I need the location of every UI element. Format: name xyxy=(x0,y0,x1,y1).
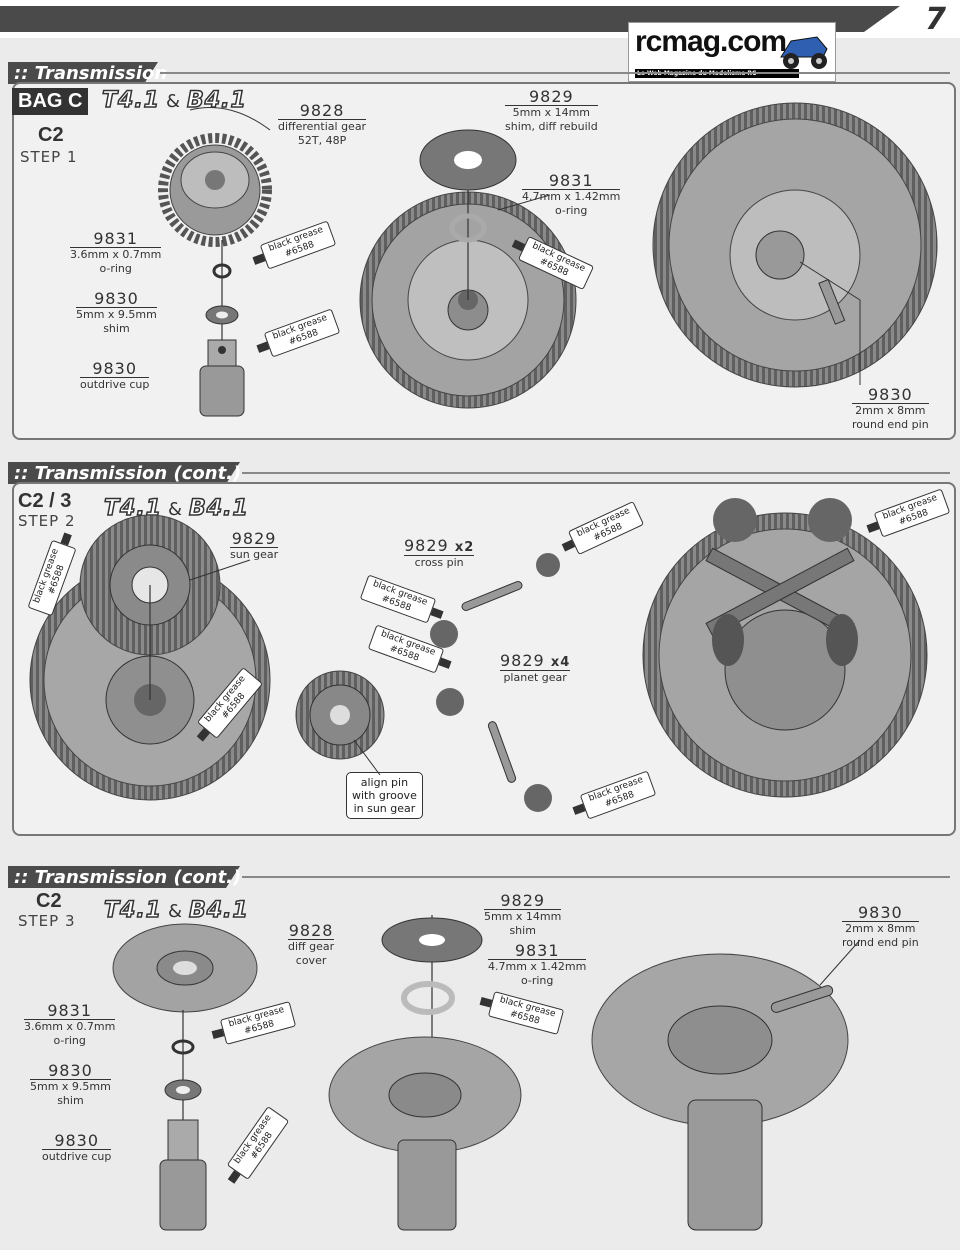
step-code: C2 / 3 xyxy=(18,490,72,512)
vehicle-models: T4.1&B4.1 xyxy=(103,897,249,924)
section-title: :: Transmission xyxy=(14,63,168,84)
part-label-round-pin: 9830 2mm x 8mm round end pin xyxy=(852,385,929,431)
cross-pin xyxy=(461,581,523,783)
shim-large xyxy=(419,129,517,191)
part-label-oring-large: 9831 4.7mm x 1.42mm o-ring xyxy=(522,171,621,217)
diff-gear-cover-assembled xyxy=(591,953,849,1231)
vehicle-models: T4.1&B4.1 xyxy=(101,87,247,114)
step-number: STEP 1 xyxy=(20,148,78,166)
part-label-shim-small: 9830 5mm x 9.5mm shim xyxy=(30,1061,111,1107)
shim-large xyxy=(381,917,483,963)
buggy-logo-icon xyxy=(780,36,828,69)
part-label-sun-gear: 9829 sun gear xyxy=(230,529,279,561)
align-pin-callout: align pin with groove in sun gear xyxy=(346,772,423,819)
part-label-shim-large: 9829 5mm x 14mm shim, diff rebuild xyxy=(505,87,598,133)
step-code: C2 xyxy=(38,124,64,146)
step-number: STEP 2 xyxy=(18,512,76,530)
diff-gear-cover-large xyxy=(328,1036,522,1231)
part-label-cross-pin: 9829 x2 cross pin xyxy=(404,536,475,569)
part-label-oring-large: 9831 4.7mm x 1.42mm o-ring xyxy=(488,941,587,987)
bag-label: BAG C xyxy=(12,88,89,115)
step-code: C2 xyxy=(36,890,62,912)
diff-gear-cover-small xyxy=(112,923,258,1013)
part-label-shim-small: 9830 5mm x 9.5mm shim xyxy=(76,289,157,335)
oring-small xyxy=(212,263,232,279)
part-label-oring-small: 9831 3.6mm x 0.7mm o-ring xyxy=(70,229,162,275)
planet-gear xyxy=(430,553,560,812)
sun-gear-rear xyxy=(295,670,385,760)
differential-gear-assembled xyxy=(652,102,938,388)
page-header: 7 xyxy=(0,0,960,38)
section-1-header: :: Transmission xyxy=(0,62,950,84)
part-label-round-pin: 9830 2mm x 8mm round end pin xyxy=(842,903,919,949)
section-title: :: Transmission (cont.) xyxy=(14,867,242,888)
differential-gear-small xyxy=(158,133,272,247)
outdrive-cup xyxy=(159,1119,207,1231)
section-2-header: :: Transmission (cont.) xyxy=(0,462,950,484)
oring-small xyxy=(171,1039,195,1055)
part-label-oring-small: 9831 3.6mm x 0.7mm o-ring xyxy=(24,1001,116,1047)
oring-large xyxy=(449,213,487,243)
outdrive-cup xyxy=(199,339,245,417)
section-3-header: :: Transmission (cont.) xyxy=(0,866,950,888)
differential-gear-full xyxy=(642,498,928,798)
logo-text: rcmag.com xyxy=(635,25,787,58)
shim-small xyxy=(164,1079,202,1101)
part-label-shim-large: 9829 5mm x 14mm shim xyxy=(484,891,562,937)
part-label-outdrive-cup: 9830 outdrive cup xyxy=(42,1131,112,1163)
page-number: 7 xyxy=(925,2,946,37)
part-label-diff-gear: 9828 differential gear 52T, 48P xyxy=(278,101,367,147)
shim-small xyxy=(205,305,239,325)
part-label-diff-cover: 9828 diff gear cover xyxy=(288,921,335,967)
part-label-planet-gear: 9829 x4 planet gear xyxy=(500,651,571,684)
step-number: STEP 3 xyxy=(18,912,76,930)
oring-large xyxy=(401,981,455,1015)
section-title: :: Transmission (cont.) xyxy=(14,463,242,484)
part-label-outdrive-cup: 9830 outdrive cup xyxy=(80,359,150,391)
